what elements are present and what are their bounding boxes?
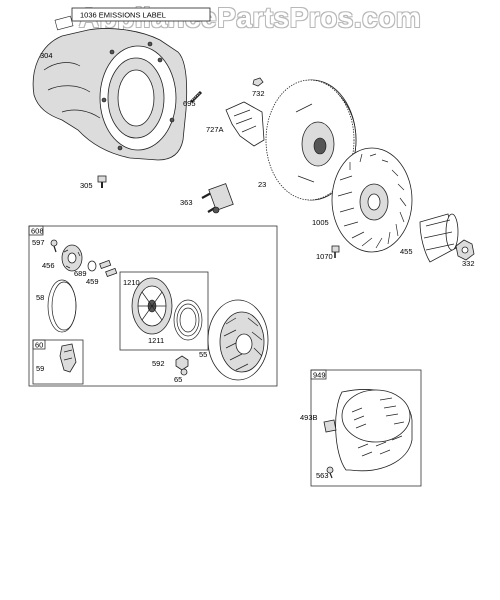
- label-732: 732: [252, 89, 265, 98]
- emissions-label-text: 1036 EMISSIONS LABEL: [80, 11, 166, 20]
- label-332: 332: [462, 259, 475, 268]
- part-689-spring[interactable]: [87, 260, 97, 272]
- label-727a: 727A: [206, 125, 224, 134]
- label-58: 58: [36, 293, 44, 302]
- part-23-flywheel[interactable]: [265, 79, 357, 201]
- part-456-ratchet[interactable]: [61, 244, 83, 272]
- part-304-blower-housing[interactable]: [32, 28, 188, 161]
- part-695-screw[interactable]: [189, 90, 203, 104]
- label-592: 592: [152, 359, 165, 368]
- label-65: 65: [174, 375, 182, 384]
- part-949-cover-drum[interactable]: [335, 389, 413, 472]
- label-563: 563: [316, 471, 329, 480]
- label-689: 689: [74, 269, 87, 278]
- label-59: 59: [36, 364, 44, 373]
- label-23: 23: [258, 180, 266, 189]
- part-1070-screw[interactable]: [331, 245, 340, 258]
- part-732-nut[interactable]: [252, 77, 264, 87]
- label-304: 304: [40, 51, 53, 60]
- box-label-60: 60: [35, 341, 43, 350]
- label-456: 456: [42, 261, 55, 270]
- part-455-screen-cup[interactable]: [419, 213, 459, 263]
- part-459-pawls[interactable]: [99, 259, 118, 278]
- label-455: 455: [400, 247, 413, 256]
- part-597-screw[interactable]: [50, 239, 58, 253]
- box-label-949: 949: [313, 371, 326, 380]
- box-60-handle: 60: [32, 339, 84, 385]
- box-label-608: 608: [31, 227, 44, 236]
- part-592-nut[interactable]: [175, 355, 189, 371]
- part-563-screw[interactable]: [326, 466, 334, 479]
- label-695: 695: [183, 99, 196, 108]
- part-55-starter-housing[interactable]: [207, 299, 269, 381]
- label-55: 55: [199, 350, 207, 359]
- box-949-blower-cover: 949: [310, 369, 422, 487]
- box-608-rewind-starter: 608: [28, 225, 278, 387]
- part-305-bolt[interactable]: [97, 175, 107, 188]
- part-727a-bracket[interactable]: [225, 101, 265, 147]
- label-1070: 1070: [316, 252, 333, 261]
- part-58-starter-rope[interactable]: [47, 279, 77, 333]
- label-1211: 1211: [148, 336, 164, 345]
- part-59-rope-handle[interactable]: [59, 343, 77, 373]
- part-pulley-wheel[interactable]: [131, 277, 173, 335]
- label-363: 363: [180, 198, 193, 207]
- part-1005-fan[interactable]: [331, 147, 413, 253]
- part-65-screw[interactable]: [180, 368, 188, 376]
- emissions-label-callout: 1036 EMISSIONS LABEL: [54, 7, 211, 31]
- label-305: 305: [80, 181, 93, 190]
- part-493b-clip[interactable]: [323, 419, 337, 433]
- label-459: 459: [86, 277, 99, 286]
- part-1211-rewind-spring[interactable]: [173, 299, 203, 341]
- box-1210-pulley: [119, 271, 209, 351]
- label-493b: 493B: [300, 413, 318, 422]
- label-597: 597: [32, 238, 45, 247]
- part-363-assembly[interactable]: [201, 183, 234, 214]
- label-1210: 1210: [123, 278, 140, 287]
- label-1005: 1005: [312, 218, 329, 227]
- part-332-nut[interactable]: [455, 239, 475, 261]
